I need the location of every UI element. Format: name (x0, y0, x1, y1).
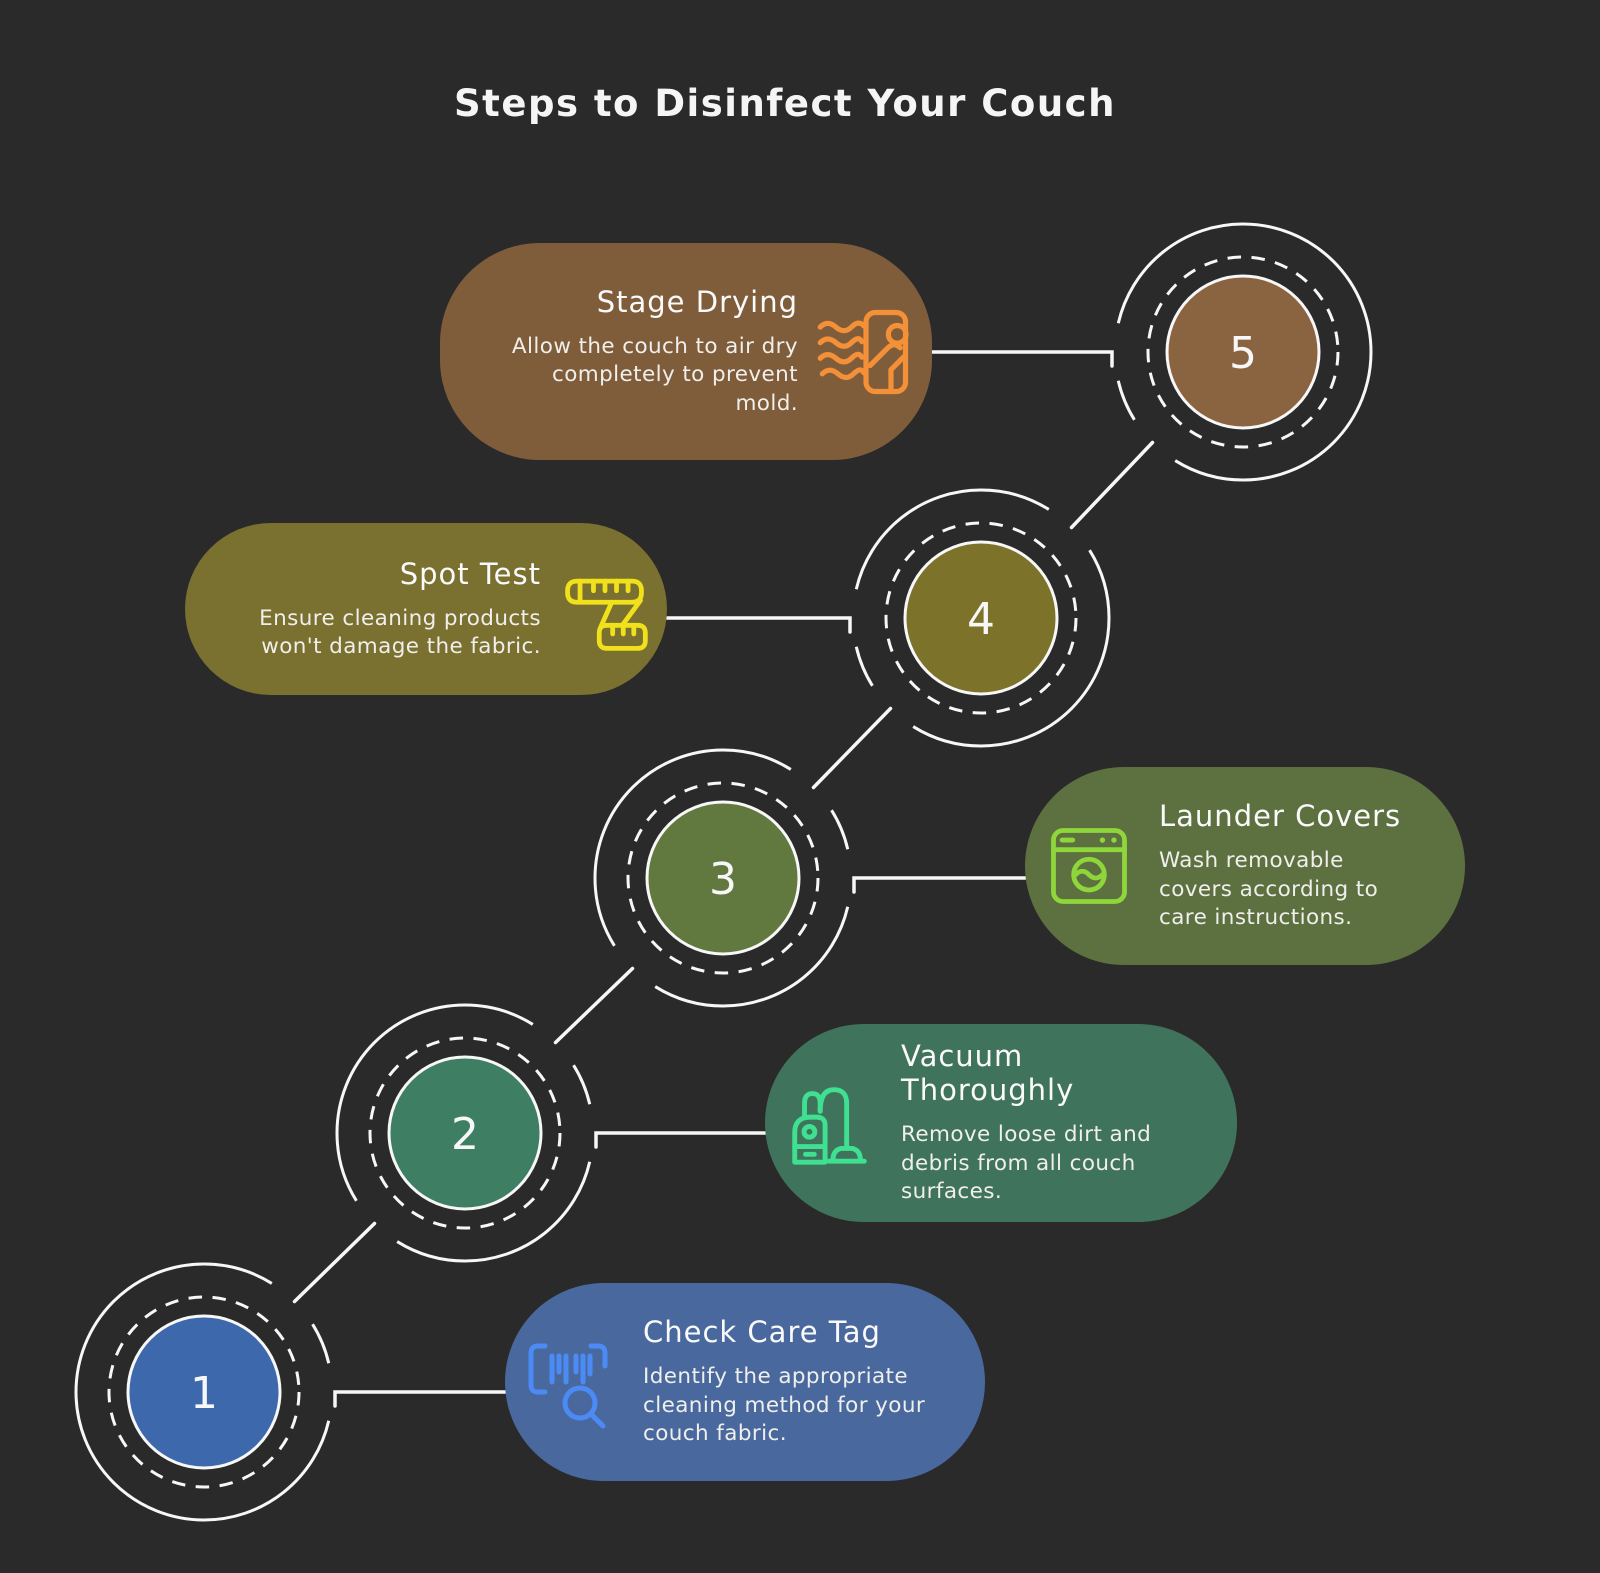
connector-node1-node2 (292, 1221, 377, 1304)
node5-dashed-ring (1146, 255, 1340, 449)
node3-outer-ring (593, 748, 853, 1008)
node2-number: 2 (451, 1109, 479, 1160)
connector-node3-card3 (852, 876, 1027, 894)
node1-number: 1 (190, 1368, 218, 1419)
node5-outer-ring (1113, 222, 1373, 482)
card5-title: Stage Drying (596, 284, 798, 319)
node1-outer-ring (74, 1262, 334, 1522)
washing-machine-icon (1041, 818, 1137, 914)
node3-number: 3 (709, 854, 737, 905)
step-card-check-care-tag: Check Care Tag Identify the appropriate … (505, 1283, 985, 1481)
node4-dashed-ring (884, 521, 1078, 715)
card1-text: Check Care Tag Identify the appropriate … (643, 1315, 951, 1448)
node2-dashed-ring (368, 1036, 562, 1230)
card1-title: Check Care Tag (643, 1315, 881, 1350)
node1-circle (126, 1314, 282, 1470)
connector-node1-card1 (333, 1390, 507, 1408)
measuring-tape-icon (557, 561, 653, 657)
card4-title: Spot Test (399, 556, 541, 591)
step-node-1: 1 (74, 1262, 334, 1522)
node4-circle (903, 540, 1059, 696)
card4-description: Ensure cleaning products won't damage th… (259, 605, 541, 659)
page-title: Steps to Disinfect Your Couch (454, 82, 1116, 125)
air-dry-icon (814, 300, 918, 404)
card3-description: Wash removable covers according to care … (1159, 848, 1379, 931)
card2-text: Vacuum Thoroughly Remove loose dirt and … (901, 1039, 1203, 1206)
node5-number: 5 (1229, 328, 1257, 379)
card4-text: Spot Test Ensure cleaning products won't… (219, 557, 541, 662)
step-card-vacuum-thoroughly: Vacuum Thoroughly Remove loose dirt and … (765, 1024, 1237, 1222)
step-node-3: 3 (593, 748, 853, 1008)
node2-circle (387, 1055, 543, 1211)
card5-description: Allow the couch to air dry completely to… (511, 333, 798, 416)
card2-description: Remove loose dirt and debris from all co… (901, 1122, 1152, 1205)
connector-node2-card2 (594, 1131, 767, 1149)
card2-title: Vacuum Thoroughly (901, 1039, 1075, 1108)
vacuum-cleaner-icon (781, 1074, 879, 1172)
connector-node3-node4 (811, 706, 893, 790)
step-node-5: 5 (1113, 222, 1373, 482)
card3-title: Launder Covers (1159, 799, 1402, 834)
step-card-launder-covers: Launder Covers Wash removable covers acc… (1025, 767, 1465, 965)
card3-text: Launder Covers Wash removable covers acc… (1159, 799, 1431, 932)
step-node-4: 4 (851, 488, 1111, 748)
step-card-stage-drying: Stage Drying Allow the couch to air dry … (440, 243, 932, 460)
node1-dashed-ring (107, 1295, 301, 1489)
node4-outer-ring (851, 488, 1111, 748)
connector-node2-node3 (553, 966, 635, 1045)
step-node-2: 2 (335, 1003, 595, 1263)
barcode-scan-icon (521, 1332, 621, 1432)
node3-dashed-ring (626, 781, 820, 975)
connector-node5-card5 (930, 350, 1114, 368)
connector-node4-card4 (665, 616, 852, 634)
connector-node4-node5 (1069, 440, 1155, 530)
card5-text: Stage Drying Allow the couch to air dry … (474, 285, 798, 418)
node5-circle (1165, 274, 1321, 430)
step-card-spot-test: Spot Test Ensure cleaning products won't… (185, 523, 667, 695)
card1-description: Identify the appropriate cleaning method… (643, 1364, 926, 1447)
node4-number: 4 (967, 594, 995, 645)
node2-outer-ring (335, 1003, 595, 1263)
node3-circle (645, 800, 801, 956)
